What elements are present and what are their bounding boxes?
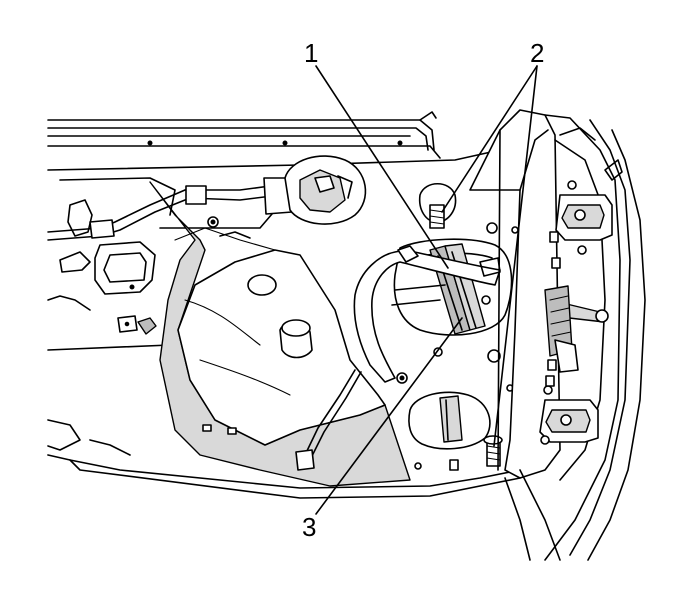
water-deflector xyxy=(149,181,411,487)
lower-access-hole xyxy=(408,391,491,450)
callout-3: 3 xyxy=(302,512,317,542)
panel-holes xyxy=(414,222,524,471)
leader-line-1 xyxy=(315,65,449,269)
callout-1: 1 xyxy=(304,38,319,68)
upper-bolt xyxy=(418,182,457,229)
latch-opening xyxy=(284,155,367,225)
pillar-fasteners xyxy=(545,231,561,387)
belt-molding xyxy=(47,111,441,159)
callout-2: 2 xyxy=(530,38,545,68)
leader-line-2b xyxy=(493,65,538,447)
leader-line-3 xyxy=(315,317,463,515)
lower-hinge xyxy=(539,385,599,445)
lower-bolt xyxy=(483,435,503,467)
interior-handle-area xyxy=(47,189,191,335)
wire-harness xyxy=(295,369,362,471)
leader-line-2a xyxy=(441,65,538,213)
hinge-pillar xyxy=(469,109,646,561)
leader-lines xyxy=(315,65,538,515)
door-check-link xyxy=(544,285,609,373)
lock-rods xyxy=(159,177,293,229)
upper-hinge xyxy=(555,159,623,255)
